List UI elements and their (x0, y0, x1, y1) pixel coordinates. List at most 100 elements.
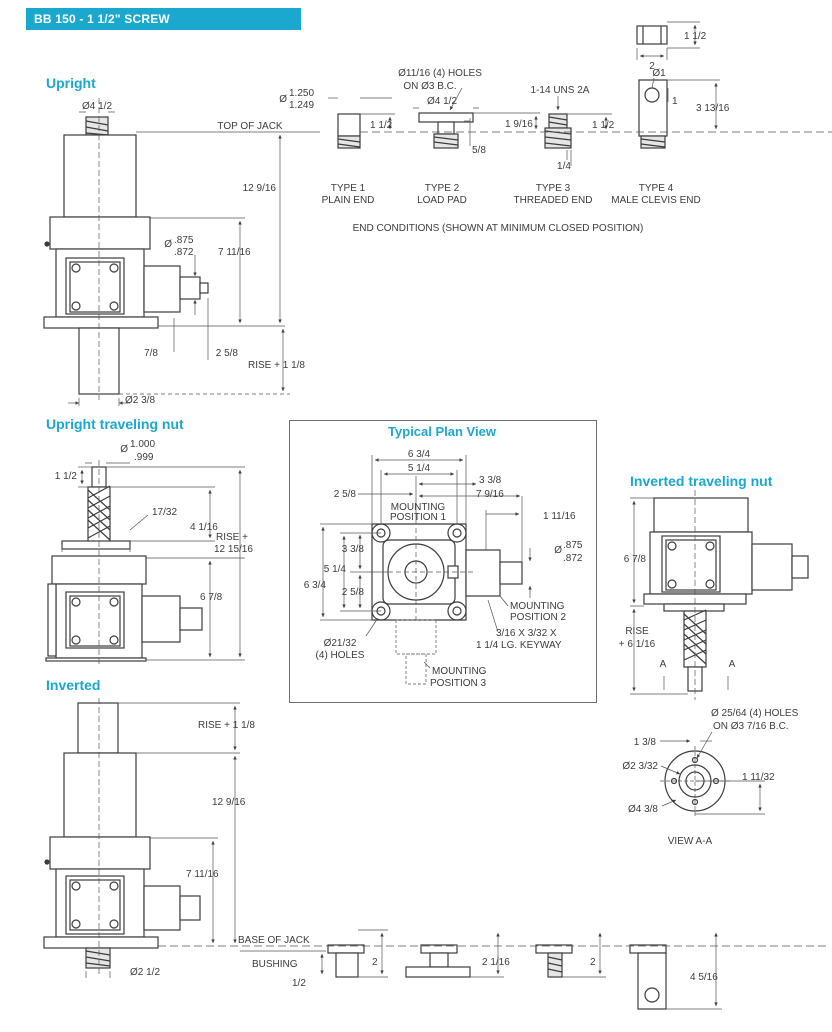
thread-dim: 1/4 (557, 161, 571, 172)
plain-end-dia-top: 1.250 (289, 88, 314, 99)
thread-spec-label: 1-14 UNS 2A (531, 85, 590, 96)
plan-shaft-dia-top: .875 (563, 540, 583, 551)
type-1-line2: PLAIN END (322, 195, 375, 206)
view-aa-holes-line1: Ø 25/64 (4) HOLES (711, 708, 799, 719)
type-3-line2: THREADED END (514, 195, 593, 206)
mounting-position-3-line1: MOUNTING (432, 666, 487, 677)
loadpad-bc-label: ON Ø3 B.C. (403, 81, 456, 92)
plan-holes-line1: Ø21/32 (324, 638, 357, 649)
upright-rise-dim: RISE + 1 1/8 (248, 360, 305, 371)
plan-left-2-5-8: 2 5/8 (342, 587, 365, 598)
view-aa-dim-1-11-32: 1 11/32 (742, 772, 775, 783)
utn-dim-17-32: 17/32 (152, 507, 177, 518)
inverted-loadpad-len: 2 1/16 (482, 957, 510, 968)
plan-view-title: Typical Plan View (388, 424, 497, 439)
plan-left-3-3-8: 3 3/8 (342, 544, 365, 555)
type-2-line2: LOAD PAD (417, 195, 467, 206)
type-1-line1: TYPE 1 (331, 183, 366, 194)
mounting-position-3-line2: POSITION 3 (430, 678, 487, 689)
clevis-pin-dia: Ø1 (652, 68, 666, 79)
section-title-inverted: Inverted (46, 677, 101, 693)
plan-keyway-line2: 1 1/4 LG. KEYWAY (476, 640, 562, 651)
upright-tube-dia: Ø2 3/8 (125, 395, 155, 406)
upright-traveling-nut-drawing (45, 466, 203, 662)
view-aa-dia-4-3-8: Ø4 3/8 (628, 804, 658, 815)
upright-jack-drawing (43, 116, 209, 395)
plain-end-dia-prefix: Ø (279, 94, 287, 105)
upright-shaft-dia-bottom: .872 (174, 247, 194, 258)
section-a-right: A (729, 659, 736, 670)
plain-end-dia-bottom: 1.249 (289, 100, 314, 111)
inverted-rise-dim: RISE + 1 1/8 (198, 720, 255, 731)
plan-dim-2-5-8: 2 5/8 (334, 489, 357, 500)
inverted-jack-drawing (43, 702, 667, 1010)
plan-holes-line2: (4) HOLES (316, 650, 365, 661)
inverted-traveling-nut-drawing (643, 497, 809, 692)
plan-dim-5-1-4: 5 1/4 (408, 463, 431, 474)
loadpad-dia: Ø4 1/2 (427, 96, 457, 107)
utn-dim-4-1-16: 4 1/16 (190, 522, 218, 533)
upright-dim-7-8: 7/8 (144, 348, 158, 359)
upright-dim-2-5-8: 2 5/8 (216, 348, 239, 359)
type-4-line1: TYPE 4 (639, 183, 674, 194)
upright-shaft-dia-top: .875 (174, 235, 194, 246)
clevis-top-height: 1 1/2 (684, 31, 707, 42)
section-a-left: A (660, 659, 667, 670)
end-type-labels: TYPE 1 PLAIN END TYPE 2 LOAD PAD TYPE 3 … (322, 183, 701, 206)
plan-shaft-dia-bottom: .872 (563, 553, 583, 564)
end-condition-drawings (337, 25, 668, 149)
utn-dim-1-1-2: 1 1/2 (55, 471, 78, 482)
mounting-position-1-line2: POSITION 1 (390, 512, 447, 523)
utn-rise-line2: 12 15/16 (214, 544, 253, 555)
section-title-inverted-traveling-nut: Inverted traveling nut (630, 473, 773, 489)
bushing-label: BUSHING (252, 959, 298, 970)
view-aa-dia-2-3-32: Ø2 3/32 (622, 761, 658, 772)
top-of-jack-label: TOP OF JACK (217, 121, 283, 132)
inverted-plain-len: 2 (372, 957, 378, 968)
clevis-width: 2 (649, 61, 655, 72)
view-aa-holes-line2: ON Ø3 7/16 B.C. (713, 721, 789, 732)
mounting-position-2-line1: MOUNTING (510, 601, 565, 612)
plan-dim-6-3-4: 6 3/4 (408, 449, 431, 460)
plan-view-panel (289, 420, 597, 703)
loadpad-thickness: 5/8 (472, 145, 486, 156)
plain-end-height: 1 1/2 (370, 120, 393, 131)
utn-dia-prefix: Ø (120, 444, 128, 455)
itn-dim-6-7-8: 6 7/8 (624, 554, 647, 565)
inverted-height-dim: 12 9/16 (212, 797, 246, 808)
loadpad-holes-label: Ø11/16 (4) HOLES (398, 68, 482, 79)
plan-left-5-1-4: 5 1/4 (324, 564, 347, 575)
upright-box-height-dim: 7 11/16 (218, 247, 251, 258)
itn-rise-line1: RISE (625, 626, 649, 637)
inverted-box-height-dim: 7 11/16 (186, 869, 219, 880)
view-aa-dim-1-3-8: 1 3/8 (634, 737, 657, 748)
view-aa-label: VIEW A-A (668, 836, 713, 847)
type-2-line1: TYPE 2 (425, 183, 460, 194)
plan-dim-7-9-16: 7 9/16 (476, 489, 504, 500)
thread-height: 1 1/2 (592, 120, 615, 131)
section-title-upright-traveling-nut: Upright traveling nut (46, 416, 184, 432)
itn-rise-line2: + 6 1/16 (619, 639, 656, 650)
plan-shaft-dia-prefix: Ø (554, 545, 562, 556)
mounting-position-1-line1: MOUNTING (391, 502, 446, 513)
plan-dim-1-11-16: 1 11/16 (543, 511, 576, 522)
section-title-upright: Upright (46, 75, 96, 91)
upright-screw-dia: Ø4 1/2 (82, 101, 112, 112)
end-conditions-caption: END CONDITIONS (SHOWN AT MINIMUM CLOSED … (353, 223, 644, 234)
type-3-line1: TYPE 3 (536, 183, 571, 194)
upright-shaft-dia-prefix: Ø (164, 239, 172, 250)
inverted-dim-1-2: 1/2 (292, 978, 306, 989)
utn-rise-line1: RISE + (216, 532, 248, 543)
utn-dia-top: 1.000 (130, 439, 155, 450)
loadpad-height: 1 9/16 (505, 119, 533, 130)
inverted-thread-len: 2 (590, 957, 596, 968)
plan-dim-3-3-8: 3 3/8 (479, 475, 502, 486)
sheet-title: BB 150 - 1 1/2" SCREW (34, 12, 170, 26)
clevis-side-dim: 1 (672, 96, 678, 107)
plan-left-6-3-4: 6 3/4 (304, 580, 327, 591)
inverted-clevis-len: 4 5/16 (690, 972, 718, 983)
upright-height-dim: 12 9/16 (243, 183, 277, 194)
utn-dia-bottom: .999 (134, 452, 154, 463)
